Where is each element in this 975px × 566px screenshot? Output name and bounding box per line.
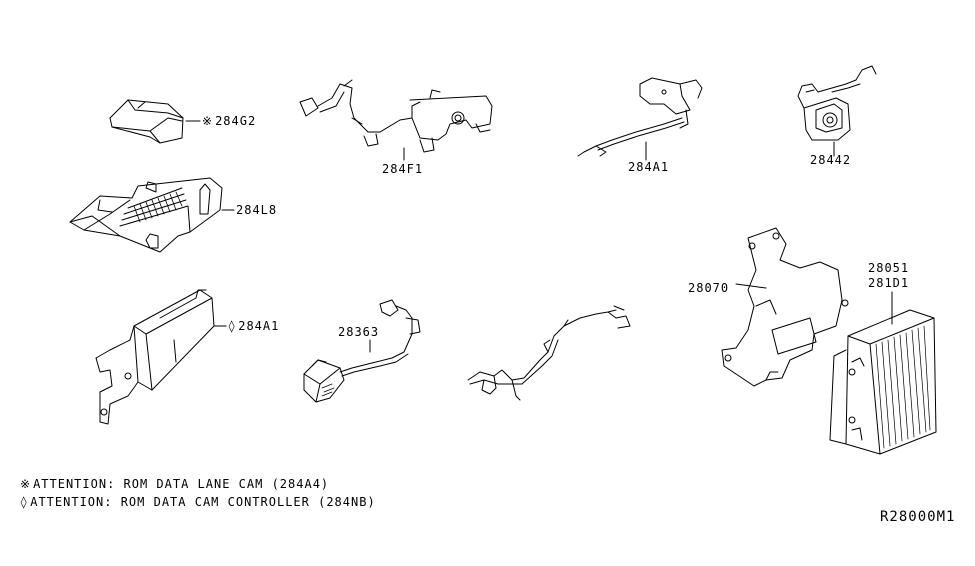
diagram-code: R28000M1 — [880, 509, 956, 525]
part-number: 28070 — [688, 281, 730, 295]
note-text: ATTENTION: ROM DATA CAM CONTROLLER (284N… — [30, 495, 376, 509]
attention-note-1: ※ATTENTION: ROM DATA LANE CAM (284A4) — [20, 477, 329, 491]
part-label-28051: 28051 — [868, 261, 909, 275]
attention-note-2: ◊ATTENTION: ROM DATA CAM CONTROLLER (284… — [20, 495, 376, 509]
attention-mark-icon: ※ — [202, 114, 214, 128]
part-label-284G2: ※284G2 — [202, 114, 256, 128]
note-text: ATTENTION: ROM DATA LANE CAM (284A4) — [33, 477, 330, 491]
cable-284A1-drawing — [577, 77, 703, 161]
part-label-284F1: 284F1 — [382, 162, 423, 176]
harness-center-drawing — [467, 305, 631, 401]
part-number: 281D1 — [868, 276, 910, 290]
part-number: 284A1 — [238, 319, 280, 333]
camera-controller-drawing — [95, 289, 227, 425]
part-label-284A1-top: 284A1 — [628, 160, 669, 174]
part-number: 28363 — [338, 325, 380, 339]
attention-diamond-icon: ◊ — [20, 495, 29, 509]
harness-284F1-drawing — [299, 79, 493, 161]
lane-camera-cover-drawing — [109, 99, 201, 144]
unit-28051-drawing — [829, 291, 937, 455]
part-number: 284G2 — [215, 114, 257, 128]
camera-28442-drawing — [797, 65, 877, 157]
attention-diamond-icon: ◊ — [228, 319, 237, 333]
camera-bracket-drawing — [69, 177, 235, 253]
part-label-284A1-mid: ◊284A1 — [228, 319, 279, 333]
part-label-28070: 28070 — [688, 281, 729, 295]
part-label-281D1: 281D1 — [868, 276, 909, 290]
part-number: 284A1 — [628, 160, 670, 174]
part-label-28442: 28442 — [810, 153, 851, 167]
feeder-28363-drawing — [303, 299, 421, 403]
part-number: 28442 — [810, 153, 852, 167]
part-number: 284L8 — [236, 203, 278, 217]
part-label-28363: 28363 — [338, 325, 379, 339]
bracket-28070-drawing — [721, 227, 849, 387]
attention-mark-icon: ※ — [20, 477, 32, 491]
part-number: 284F1 — [382, 162, 424, 176]
part-number: 28051 — [868, 261, 910, 275]
part-label-284L8: 284L8 — [236, 203, 277, 217]
